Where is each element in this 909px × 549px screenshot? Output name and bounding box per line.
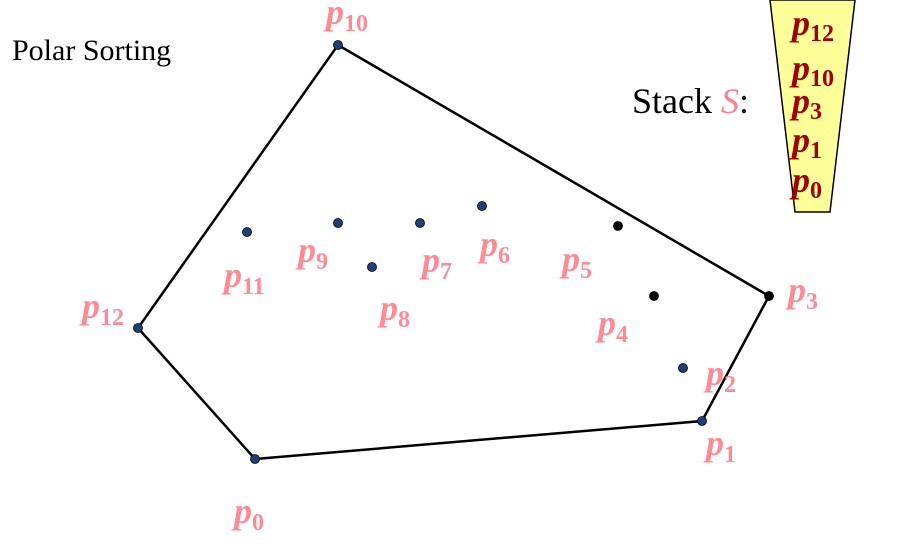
point-label-p12: p12 — [79, 286, 124, 331]
point-label-p11: p11 — [221, 255, 265, 300]
point-p6 — [477, 201, 487, 211]
point-p7 — [415, 218, 425, 228]
point-label-p1: p1 — [703, 423, 736, 468]
point-p3 — [764, 291, 774, 301]
stack-label: Stack S: — [632, 80, 749, 122]
convex-hull-outline — [136, 43, 771, 461]
stack-label-suffix: : — [738, 81, 749, 121]
points-layer — [133, 40, 774, 464]
point-p11 — [242, 227, 252, 237]
point-label-p2: p2 — [703, 353, 736, 398]
point-label-p7: p7 — [419, 240, 452, 285]
stack-container — [769, 0, 856, 213]
point-p9 — [333, 218, 343, 228]
point-p5 — [613, 221, 623, 231]
point-label-p6: p6 — [477, 224, 510, 269]
point-label-p4: p4 — [595, 303, 628, 348]
point-p10 — [333, 40, 343, 50]
point-label-p5: p5 — [559, 239, 592, 284]
point-p8 — [367, 262, 377, 272]
point-p0 — [250, 454, 260, 464]
point-label-p0: p0 — [231, 491, 264, 536]
point-label-p8: p8 — [377, 288, 410, 333]
point-p4 — [649, 291, 659, 301]
point-p1 — [697, 416, 707, 426]
point-p12 — [133, 323, 143, 333]
stack-label-prefix: Stack — [632, 81, 721, 121]
point-label-p9: p9 — [295, 230, 328, 275]
stack-label-symbol: S — [720, 81, 739, 121]
point-label-p3: p3 — [785, 270, 818, 315]
point-p2 — [678, 363, 688, 373]
page-title: Polar Sorting — [12, 34, 172, 67]
point-label-p10: p10 — [323, 0, 368, 37]
